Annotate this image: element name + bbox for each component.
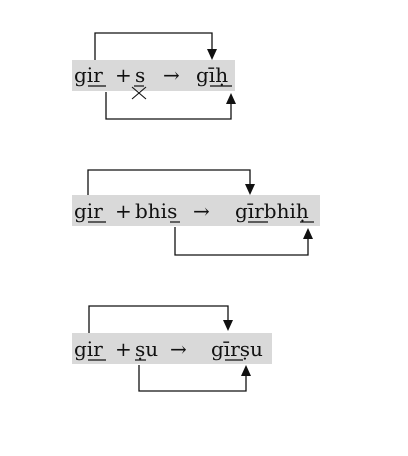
example-3-arrow: →	[170, 337, 187, 361]
example-2-highlight-box	[72, 195, 320, 226]
example-2-bottom-connector	[174, 227, 309, 256]
example-2-result: gīrbhiḥ	[235, 199, 309, 223]
example-3-bottom-arrowhead	[241, 365, 251, 376]
example-2-top-arrowhead	[245, 184, 255, 195]
example-2-bottom-arrowhead	[303, 228, 313, 239]
example-2-plus: +	[115, 199, 132, 223]
example-1-result: gīḥ	[196, 63, 228, 87]
example-3-top-arrowhead	[223, 320, 233, 331]
example-3-result: gīrṣu	[211, 337, 263, 361]
example-3: gir + ṣu → gīrṣu	[72, 305, 272, 392]
example-2-suffix: bhis	[135, 199, 177, 223]
example-2-arrow: →	[193, 199, 210, 223]
example-2-stem: gir	[74, 199, 103, 223]
example-3-top-connector	[88, 305, 229, 333]
example-1-bottom-arrowhead	[226, 93, 236, 104]
example-1-top-arrowhead	[207, 49, 217, 60]
example-1-arrow: →	[163, 63, 180, 87]
example-3-bottom-connector	[138, 365, 247, 392]
example-3-plus: +	[115, 337, 132, 361]
example-3-stem: gir	[74, 337, 103, 361]
example-1-plus: +	[115, 63, 132, 87]
example-2-top-connector	[87, 169, 251, 195]
example-1-top-connector	[94, 32, 213, 60]
example-1: gir + s → gīḥ	[72, 32, 236, 120]
example-2: gir + bhis → gīrbhiḥ	[72, 169, 320, 256]
example-1-stem: gir	[74, 63, 103, 87]
example-1-suffix: s	[135, 63, 145, 87]
example-3-suffix: ṣu	[135, 337, 158, 361]
example-1-blocked-cross	[131, 86, 147, 100]
example-3-highlight-box	[72, 333, 272, 364]
example-1-bottom-connector	[105, 92, 232, 120]
